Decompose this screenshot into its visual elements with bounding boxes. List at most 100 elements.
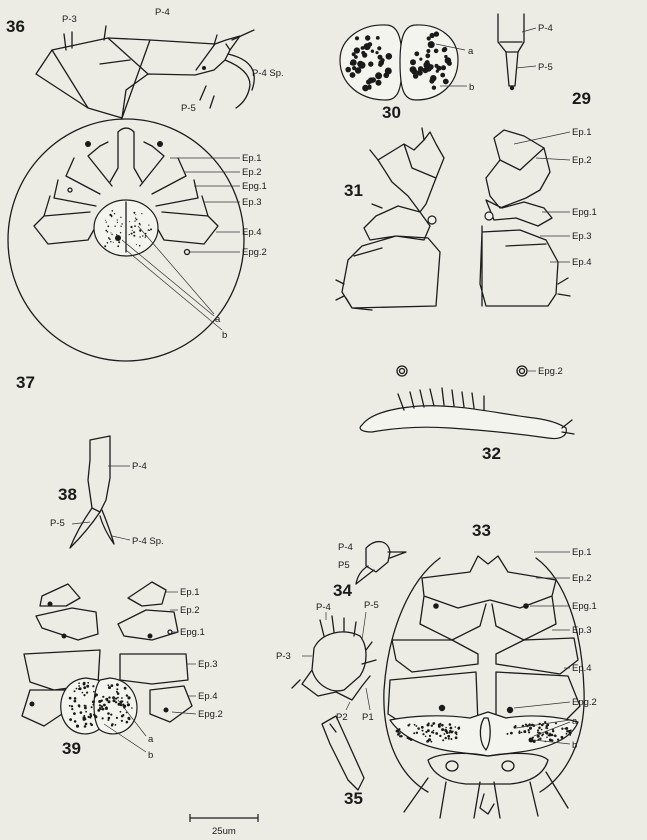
fig39-label-ep3: Ep.3 [198,659,218,670]
fig37-label-epg2: Epg.2 [242,247,267,258]
stipple-dot [421,726,424,729]
figure-35-number: 35 [344,789,363,808]
stipple-dot [115,698,117,700]
stipple-dot [116,717,118,719]
fig36-leg-outline [36,36,240,118]
stipple-dot [350,59,357,66]
figure-34: 34 P-4 P5 [333,542,406,600]
stipple-dot [434,49,439,54]
stipple-dot [376,36,380,40]
fig38-label-p5: P-5 [50,518,65,529]
stipple-dot [116,688,118,690]
stipple-dot [135,218,136,219]
fig32-pore-right-outer [517,366,527,376]
stipple-dot [74,697,77,700]
stipple-dot [107,719,109,721]
fig36-segment-lines [52,38,230,118]
stipple-dot [540,738,542,740]
fig37-label-ep3: Ep.3 [242,197,262,208]
fig31-label-epg1: Epg.1 [572,207,597,218]
stipple-dot [365,35,370,40]
stipple-dot [107,231,109,233]
stipple-dot [455,736,458,739]
stipple-dot [136,219,138,221]
fig39-pore-1 [48,602,53,607]
fig34-label-p5: P5 [338,560,350,571]
fig37-label-ep2: Ep.2 [242,167,262,178]
stipple-dot [529,727,532,730]
fig39-label-ep1: Ep.1 [180,587,200,598]
stipple-dot [386,53,393,60]
fig36-label-p4-sp: P-4 Sp. [252,68,284,79]
fig30-label-a: a [468,46,474,57]
fig39-label-b: b [148,750,153,761]
fig39-label-epg1: Epg.1 [180,627,205,638]
stipple-dot [107,684,109,686]
fig35-lead-p2 [346,702,350,710]
stipple-dot [569,734,571,736]
fig33-label-ep4: Ep.4 [572,663,592,674]
stipple-dot [71,708,73,710]
fig39-pore-2 [62,634,67,639]
stipple-dot [523,730,526,733]
stipple-dot [93,691,95,693]
stipple-dot [129,221,130,222]
fig37-lead-a1 [138,226,214,314]
stipple-dot [84,705,86,707]
stipple-dot [133,212,135,214]
fig33-pore-5 [529,738,534,743]
stipple-dot [425,736,427,738]
stipple-dot [107,712,110,715]
figure-38-number: 38 [58,485,77,504]
stipple-dot [414,724,416,726]
stipple-dot [69,705,71,707]
fig37-label-epg1: Epg.1 [242,181,267,192]
stipple-dot [525,724,527,726]
stipple-dot [134,225,136,227]
fig32-rod [360,406,566,439]
stipple-dot [452,730,454,732]
fig38-lead-p5 [72,522,90,524]
stipple-dot [123,704,125,706]
scale-bar: 25um [190,814,258,837]
stipple-dot [375,51,378,54]
stipple-dot [133,235,135,237]
stipple-dot [114,226,115,227]
fig31-label-ep3: Ep.3 [572,231,592,242]
stipple-dot [114,213,115,214]
stipple-dot [445,737,447,739]
stipple-dot [432,86,436,90]
stipple-dot [552,730,554,732]
fig33-label-ep1: Ep.1 [572,547,592,558]
fig36-claw [225,54,254,108]
fig38-label-p4sp: P-4 Sp. [132,536,164,547]
stipple-dot [426,731,428,733]
stipple-dot [426,49,430,53]
fig32-pore-left-inner [400,369,405,374]
stipple-dot [115,724,117,726]
stipple-dot [376,80,382,86]
stipple-dot [92,685,94,687]
stipple-dot [109,238,111,240]
stipple-dot [127,696,130,699]
stipple-dot [570,732,572,734]
stipple-dot [441,728,444,731]
stipple-dot [430,33,435,38]
stipple-dot [385,68,392,75]
stipple-dot [407,724,409,726]
fig39-label-epg2: Epg.2 [198,709,223,720]
figure-30-number: 30 [382,103,401,122]
stipple-dot [357,61,363,67]
stipple-dot [441,724,444,727]
stipple-dot [86,685,89,688]
stipple-dot [521,732,523,734]
stipple-dot [74,720,77,723]
stipple-dot [106,706,108,708]
fig35-setae [292,616,376,688]
stipple-dot [132,230,133,231]
stipple-dot [507,733,509,735]
stipple-dot [131,707,133,709]
fig36-label-p5: P-5 [181,103,196,114]
stipple-dot [102,708,105,711]
